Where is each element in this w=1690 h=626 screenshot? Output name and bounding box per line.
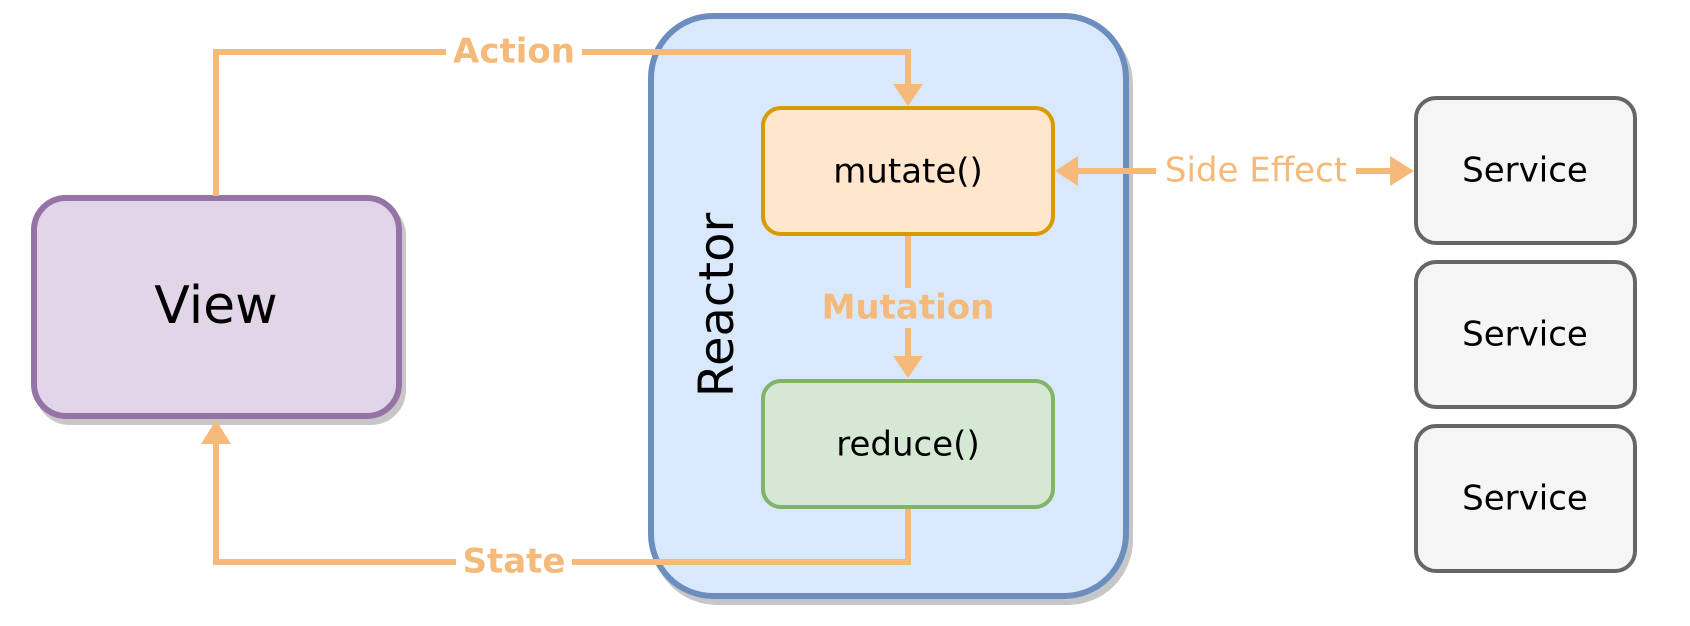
service-node: Service [1414,96,1637,245]
side-effect-left-arrowhead [1055,156,1078,186]
reduce-node: reduce() [761,379,1055,509]
reduce-label: reduce() [836,425,979,465]
action-label: Action [453,32,575,72]
state-label: State [463,542,566,582]
service-node: Service [1414,424,1637,573]
side-effect-label: Side Effect [1165,151,1347,191]
state-edge: State [201,420,911,582]
view-node: View [31,195,402,419]
mutate-label: mutate() [833,152,983,192]
mutation-edge: Mutation [812,236,1004,378]
service-label: Service [1462,315,1588,355]
reactor-label: Reactor [689,213,745,398]
view-label: View [154,276,277,336]
mutation-label: Mutation [822,288,995,328]
action-arrowhead [893,84,923,106]
service-label: Service [1462,151,1588,191]
side-effect-right-arrowhead [1390,156,1414,186]
mutation-arrowhead [893,356,923,378]
state-arrowhead [201,420,231,444]
action-edge: Action [213,32,923,196]
service-node: Service [1414,260,1637,409]
side-effect-edge: Side Effect [1055,151,1414,191]
service-label: Service [1462,479,1588,519]
mutate-node: mutate() [761,106,1055,236]
